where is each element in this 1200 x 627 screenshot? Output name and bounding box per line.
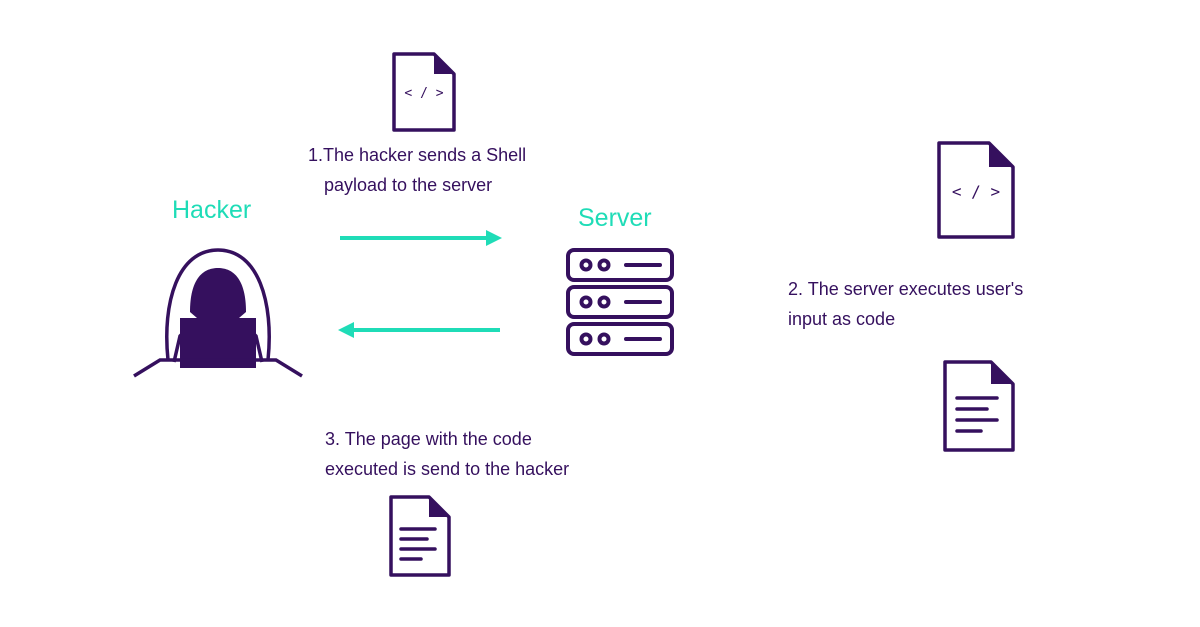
hooded-hacker-icon bbox=[132, 242, 304, 382]
server-rack-icon bbox=[564, 247, 676, 357]
step-1-text: 1.The hacker sends a Shell payload to th… bbox=[308, 140, 608, 200]
step-3-text: 3. The page with the code executed is se… bbox=[325, 424, 665, 484]
arrow-left-icon bbox=[336, 320, 502, 340]
step-1-line-1: The hacker sends a Shell bbox=[323, 145, 527, 165]
step-1-number: 1. bbox=[308, 145, 324, 165]
step-2-line-2: input as code bbox=[788, 309, 896, 329]
document-icon bbox=[389, 495, 451, 577]
code-file-glyph: < / > bbox=[951, 182, 1001, 201]
step-3-line-1: The page with the code bbox=[344, 429, 532, 449]
code-file-icon bbox=[937, 141, 1015, 239]
arrow-right-icon bbox=[338, 228, 504, 248]
hacker-label: Hacker bbox=[172, 196, 252, 224]
code-file-glyph: < / > bbox=[404, 86, 444, 101]
step-2-line-1: The server executes user's bbox=[807, 279, 1024, 299]
code-file-icon bbox=[392, 52, 456, 132]
document-icon bbox=[943, 360, 1015, 452]
step-2-text: 2. The server executes user's input as c… bbox=[788, 274, 1108, 334]
step-1-line-2: payload to the server bbox=[324, 175, 493, 195]
step-3-number: 3. bbox=[325, 429, 341, 449]
step-2-number: 2. bbox=[788, 279, 804, 299]
step-3-line-2: executed is send to the hacker bbox=[325, 459, 570, 479]
server-label: Server bbox=[578, 204, 652, 232]
